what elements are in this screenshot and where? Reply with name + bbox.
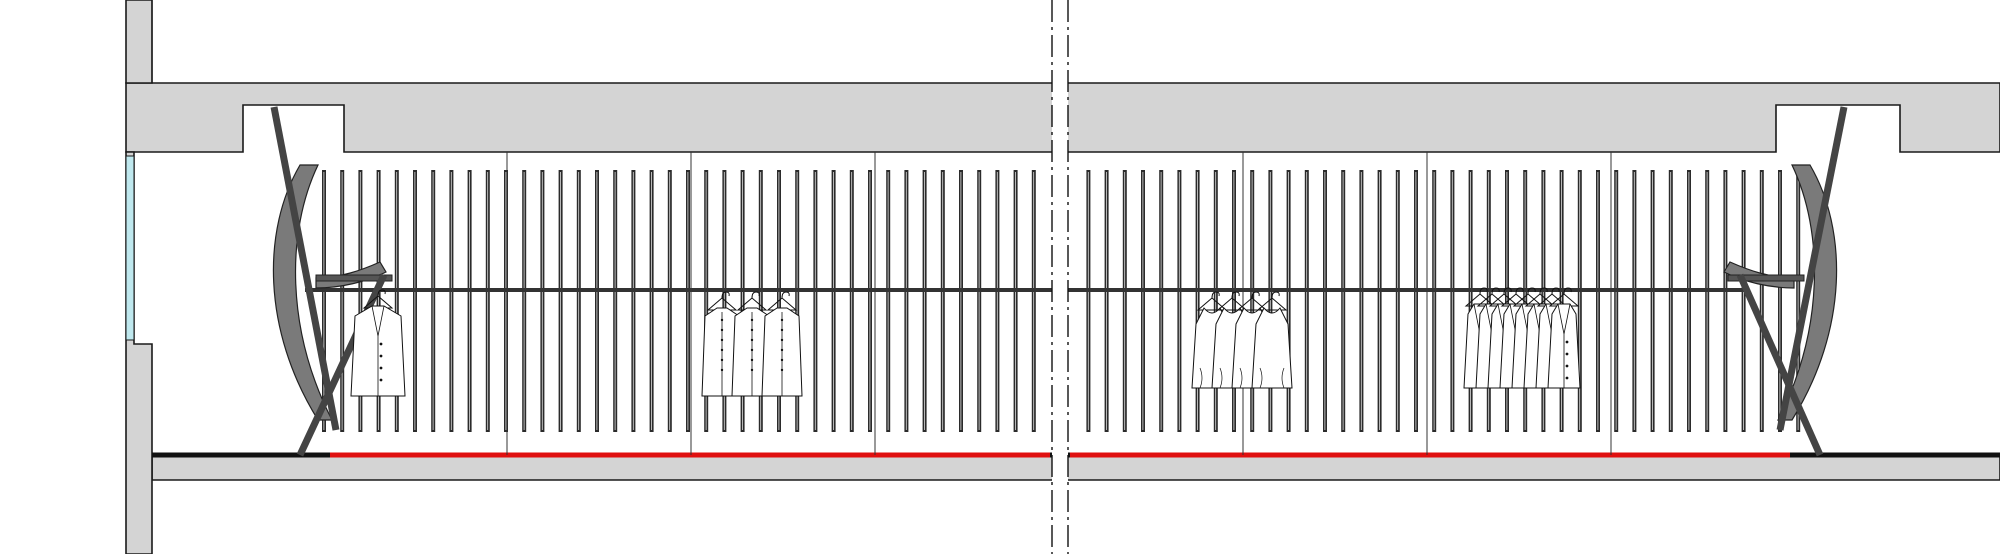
tank-top-body <box>1251 307 1293 389</box>
window-glass <box>125 155 135 341</box>
jacket-lapel <box>1557 303 1571 388</box>
shirt-button <box>750 368 754 372</box>
shirt-button <box>720 328 724 332</box>
floor-slab <box>151 454 2000 481</box>
jacket-button <box>1565 364 1569 368</box>
hanger <box>1196 291 1228 311</box>
shirt-button <box>720 368 724 372</box>
break-line <box>1051 0 1069 554</box>
jacket-button <box>379 366 383 370</box>
garment-group-suit-jackets <box>1463 287 1581 389</box>
hanger <box>766 291 798 311</box>
hanger <box>706 291 738 311</box>
shirt-button <box>780 368 784 372</box>
shirt-button <box>780 348 784 352</box>
shirt-button <box>720 358 724 362</box>
jacket-button <box>379 378 383 382</box>
hanger <box>1216 291 1248 311</box>
hanger <box>1256 291 1288 311</box>
shirt-button <box>780 338 784 342</box>
jacket-button <box>1565 340 1569 344</box>
right-curved-bracket <box>1723 106 1848 457</box>
shirt-button <box>780 358 784 362</box>
shirt-button <box>750 338 754 342</box>
shirt-button <box>780 328 784 332</box>
jacket-button <box>1565 352 1569 356</box>
shirt-button <box>750 358 754 362</box>
shirt-button <box>720 338 724 342</box>
slat-panels <box>322 170 1801 432</box>
hanger <box>1236 291 1268 311</box>
shirt-button <box>750 348 754 352</box>
shirt-button <box>750 328 754 332</box>
jacket-button <box>1565 376 1569 380</box>
shirt-button <box>780 318 784 322</box>
left-curved-bracket <box>270 106 393 457</box>
tank-top-fold <box>1259 367 1285 389</box>
garment-group-tank-tops <box>1191 291 1293 389</box>
garment-group-shirts <box>701 291 803 397</box>
jacket-button <box>379 354 383 358</box>
shirt-button <box>720 348 724 352</box>
jacket-button <box>379 342 383 346</box>
shirt-button <box>720 318 724 322</box>
garment-group-jacket <box>350 289 406 397</box>
shirt-button <box>750 318 754 322</box>
jacket-lapel <box>371 305 385 396</box>
